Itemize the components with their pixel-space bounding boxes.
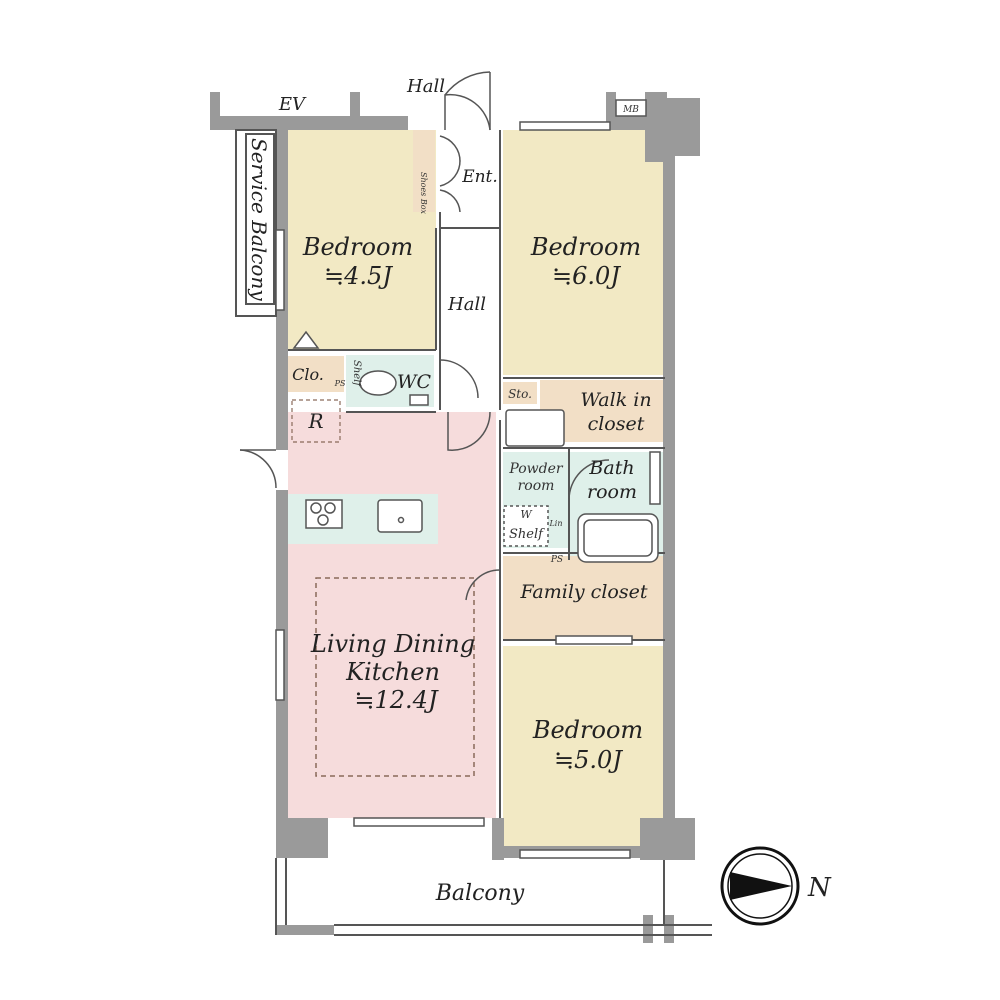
walk-in-closet-line2: closet (588, 413, 645, 435)
ldk-size: ≒12.4J (354, 686, 439, 714)
wall-balcony-post-2 (664, 915, 674, 943)
window-left-bedroom (275, 229, 285, 311)
bath-line1: Bath (588, 457, 634, 479)
toilet (359, 370, 397, 396)
hall-inner-label: Hall (447, 294, 486, 315)
window-ldk (353, 817, 485, 827)
ldk-floor (288, 412, 496, 818)
wall-mb-bump (660, 98, 700, 156)
clo-label: Clo. (292, 365, 324, 384)
bath-door-swing (568, 459, 610, 501)
wall-balcony-floor (276, 925, 334, 935)
ps-bath-label: PS (550, 555, 563, 565)
wall-ev-left-post (210, 92, 220, 128)
entrance-door-swing (439, 135, 461, 213)
window-left-ldk (275, 629, 285, 701)
sto-floor (503, 382, 537, 404)
bedroom-2-floor (503, 130, 665, 375)
ldk-door-swing (239, 449, 277, 489)
ev-label: EV (278, 94, 307, 115)
family-closet-floor (503, 556, 663, 640)
washer-label: W (520, 508, 533, 521)
ldk-name-line1: Living Dining (310, 630, 475, 658)
wall-right (663, 150, 675, 820)
washbasin (505, 409, 565, 447)
bedroom-3-size: ≒5.0J (554, 746, 623, 774)
shoes-box-floor (413, 130, 435, 212)
shoes-box-label: Shoes Box (419, 172, 428, 215)
kitchen-sink (377, 499, 423, 533)
bedroom-1-floor (288, 130, 436, 350)
bedroom-2-name: Bedroom (530, 233, 641, 261)
bedroom-3-name: Bedroom (532, 716, 643, 744)
wall-ev-top (210, 116, 360, 130)
wall-mb-top (606, 92, 616, 128)
service-balcony-label: Service Balcony (247, 138, 271, 301)
bath-shelf (649, 451, 661, 505)
wall-ev-right-post (350, 92, 360, 128)
powder-line1: Powder (508, 461, 564, 477)
window-bedroom-3 (519, 849, 631, 859)
clo-triangle (292, 330, 320, 349)
front-door-swing (444, 93, 491, 131)
bedroom-1-name: Bedroom (302, 233, 413, 261)
compass: N (720, 846, 832, 926)
washer-space (503, 505, 549, 547)
powder-line2: room (518, 478, 555, 494)
wall-bottom-left (276, 818, 328, 858)
wall-top-mid (360, 116, 408, 130)
wall-balcony-post-1 (643, 915, 653, 943)
hall-door-swing (447, 411, 491, 451)
walk-in-closet-line1: Walk in (580, 389, 651, 411)
hall-outer-label: Hall (406, 76, 445, 97)
shelf-powder-label: Shelf (509, 527, 545, 542)
family-closet-label: Family closet (520, 581, 648, 603)
sto-label: Sto. (508, 387, 532, 401)
bath-line2: room (587, 481, 637, 503)
compass-needle (730, 872, 792, 900)
window-bedroom-2 (519, 121, 611, 131)
clo-floor (288, 356, 344, 392)
family-closet-door-swing (465, 569, 501, 601)
fixtures (292, 330, 661, 563)
bedroom-1-size: ≒4.5J (324, 262, 393, 290)
refrigerator-label: R (307, 409, 323, 433)
wc-label: WC (397, 371, 432, 393)
door-swings (239, 71, 610, 601)
windows (275, 99, 647, 859)
window-family-closet (555, 635, 633, 645)
linen-label: Lin (548, 519, 562, 528)
entrance-label: Ent. (461, 167, 498, 187)
refrigerator-dashed-area (291, 399, 341, 443)
wc-door-swing (439, 359, 479, 399)
balcony-label: Balcony (435, 881, 525, 906)
service-balcony-frame (235, 129, 277, 317)
bedroom-3-floor (503, 646, 665, 846)
ps-wc-label: PS (334, 379, 346, 388)
ldk-name-line2: Kitchen (345, 658, 440, 686)
mb-box (615, 99, 647, 117)
bedroom-2-size: ≒6.0J (552, 262, 621, 290)
mb-label: MB (622, 105, 639, 115)
labels: Bedroom ≒4.5J Bedroom ≒6.0J Bedroom ≒5.0… (247, 76, 652, 906)
ldk-dashed-area (315, 577, 475, 777)
shelf-wc-label: Shelf (351, 360, 362, 388)
compass-north-label: N (807, 873, 832, 903)
wc-sink (409, 394, 429, 406)
